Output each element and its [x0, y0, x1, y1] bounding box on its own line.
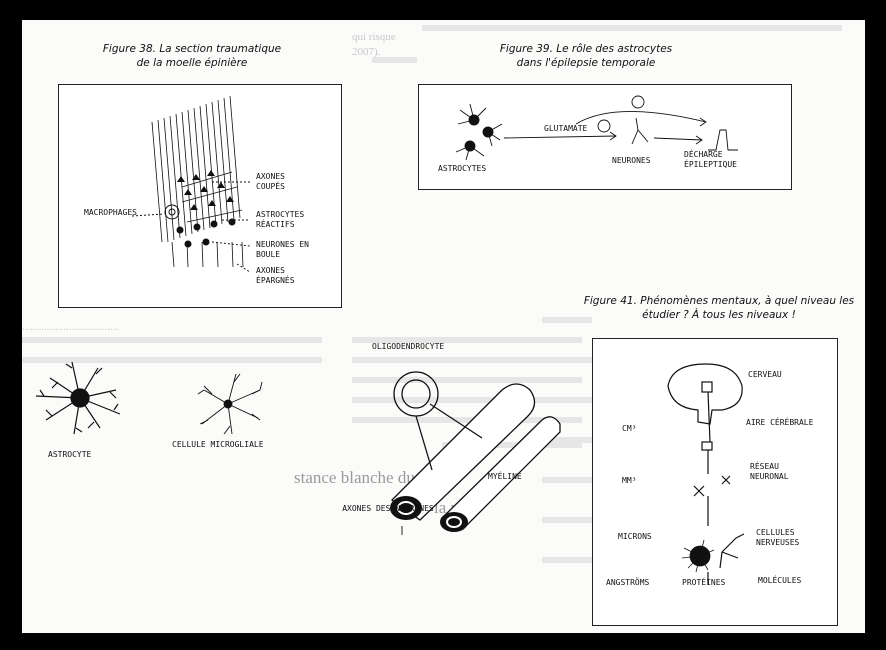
- label-mm3: MM³: [622, 476, 636, 486]
- label-cerveau: CERVEAU: [748, 370, 782, 380]
- label-astrocytes-reactifs: ASTROCYTES RÉACTIFS: [256, 210, 316, 230]
- label-macrophages: MACROPHAGES: [84, 208, 137, 218]
- neurones-boule-marks: [177, 219, 236, 248]
- label-axones-neurones: AXONES DES NEURONES: [338, 504, 438, 514]
- label-molecules: MOLÉCULES: [758, 576, 801, 586]
- label-cm3: CM³: [622, 424, 636, 434]
- figure39-arrows: [504, 96, 738, 150]
- label-astrocyte: ASTROCYTE: [48, 450, 91, 460]
- label-axones-epargnes: AXONES ÉPARGNÉS: [256, 266, 316, 286]
- label-myeline: MYÉLINE: [488, 472, 522, 482]
- label-astrocytes: ASTROCYTES: [438, 164, 486, 174]
- figure41-caption: Figure 41. Phénomènes mentaux, à quel ni…: [574, 294, 864, 322]
- label-reseau-neuronal: RÉSEAU NEURONAL: [750, 462, 820, 482]
- label-cellules-nerveuses: CELLULES NERVEUSES: [756, 528, 826, 548]
- neuron-cluster: [682, 540, 714, 572]
- label-decharge: DÉCHARGE ÉPILEPTIQUE: [684, 150, 750, 170]
- brain-outline: [668, 364, 742, 424]
- astrocyte-drawing: [30, 350, 140, 440]
- label-proteines: PROTÉINES: [682, 578, 725, 588]
- figure39-caption: Figure 39. Le rôle des astrocytes dans l…: [486, 42, 686, 70]
- label-neurones: NEURONES: [612, 156, 651, 166]
- microglia-drawing: [182, 360, 282, 440]
- label-angstroms: ANGSTRÖMS: [606, 578, 649, 588]
- label-neurones-en-boule: NEURONES EN BOULE: [256, 240, 316, 260]
- label-microgliale: CELLULE MICROGLIALE: [172, 440, 264, 450]
- label-aire-cerebrale: AIRE CÉRÉBRALE: [746, 418, 813, 428]
- label-glutamate: GLUTAMATE: [544, 124, 587, 134]
- label-axones-coupes: AXONES COUPÉS: [256, 172, 316, 192]
- figure38-caption: Figure 38. La section traumatique de la …: [102, 42, 282, 70]
- astrocytes-cluster: [456, 104, 502, 160]
- label-microns: MICRONS: [618, 532, 652, 542]
